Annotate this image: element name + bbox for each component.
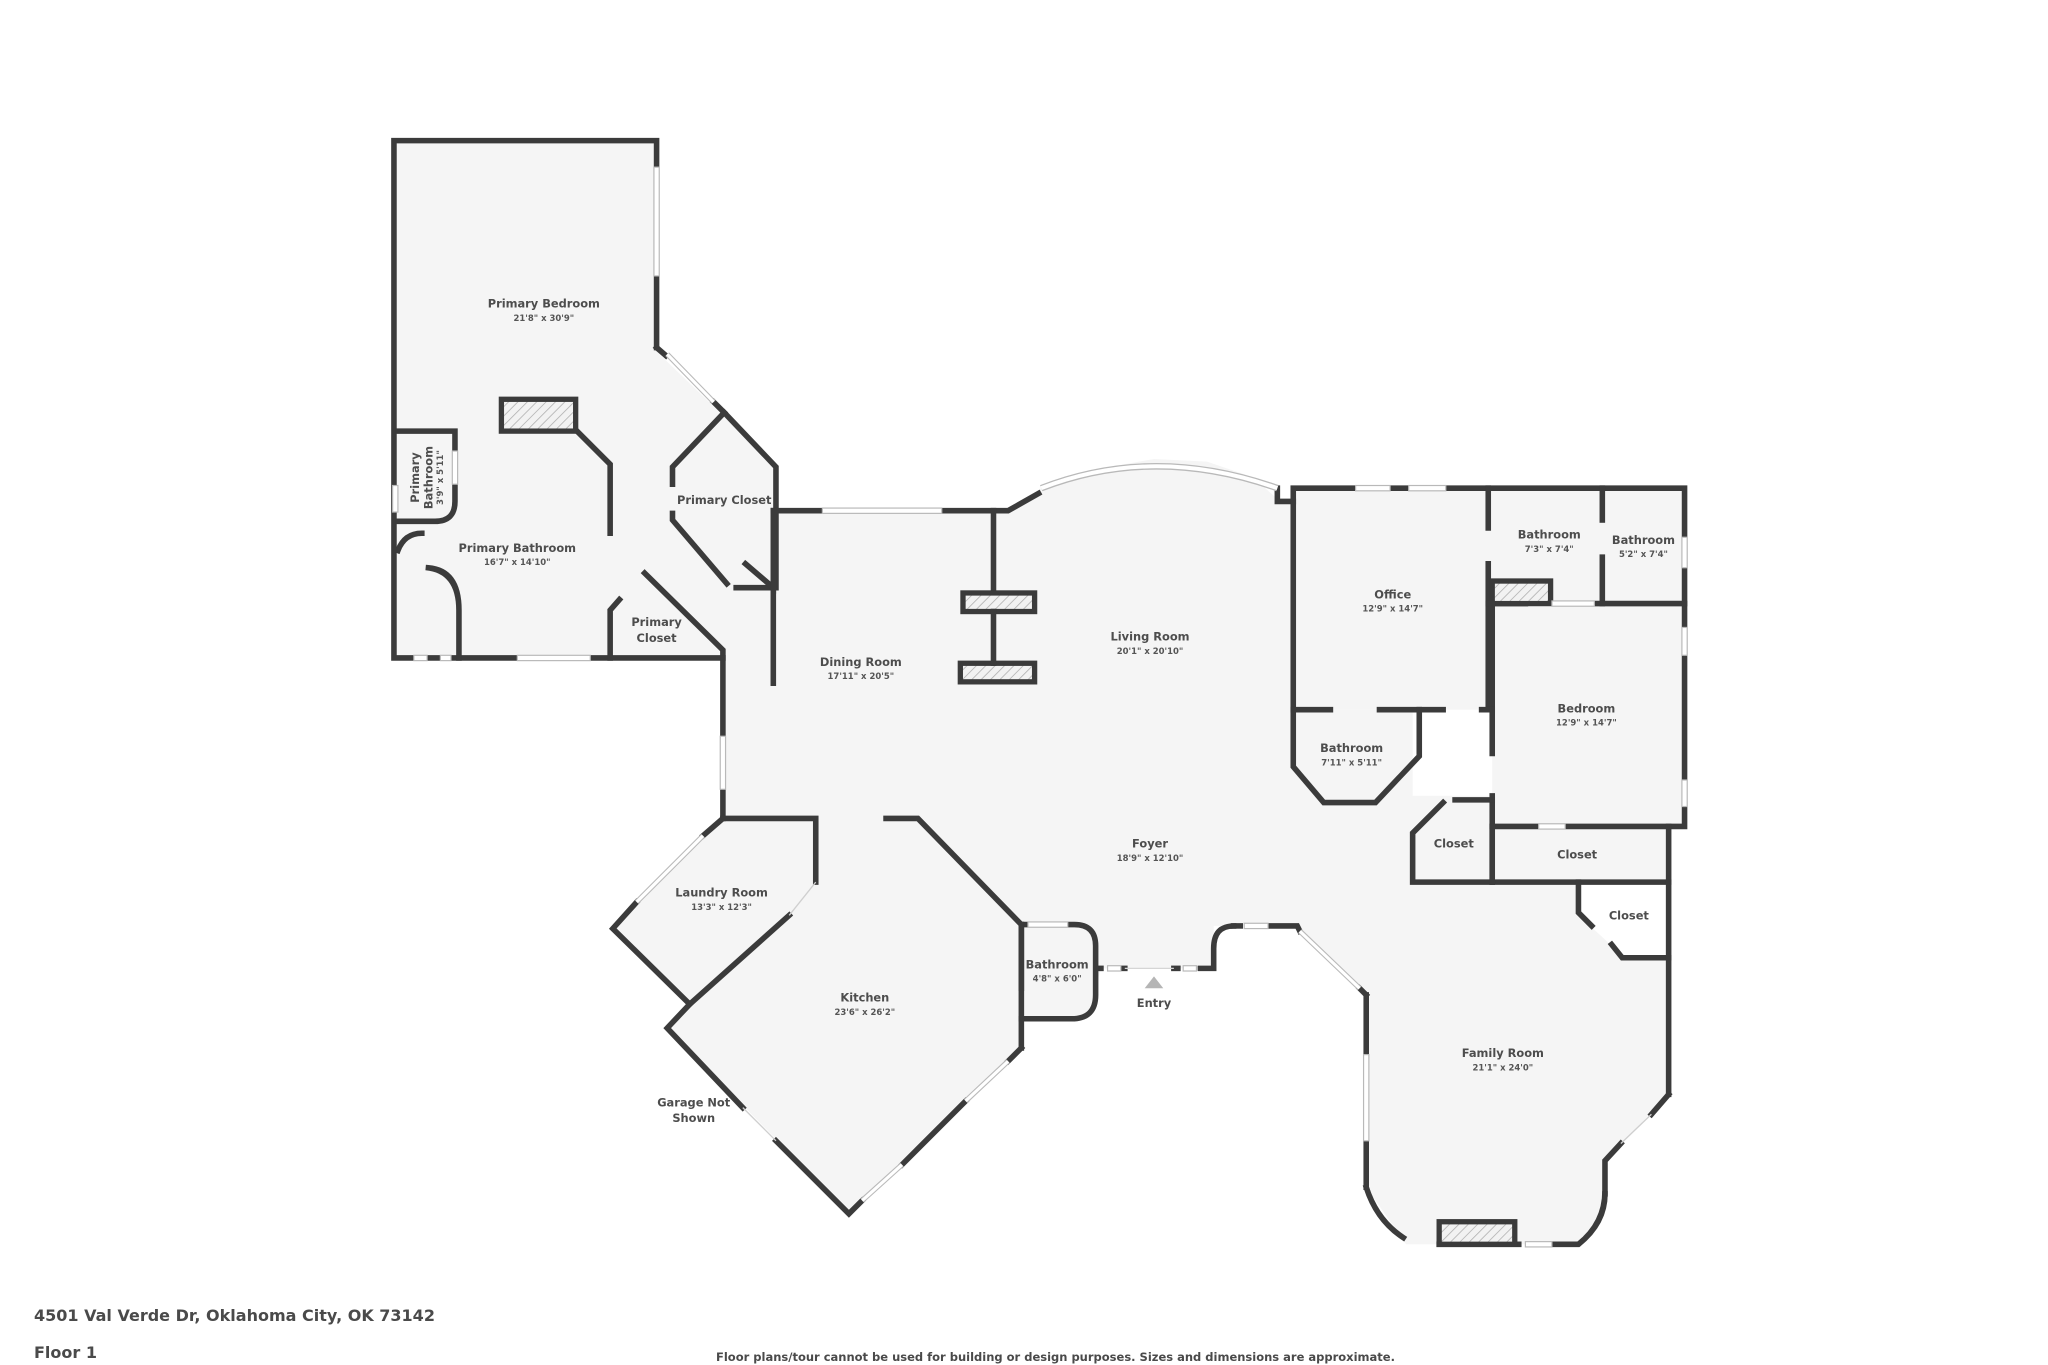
svg-text:Bathroom: Bathroom [1320, 741, 1383, 755]
floor-label: Floor 1 [34, 1343, 97, 1362]
garage-note-line2: Shown [672, 1111, 715, 1125]
svg-text:5'2" x 7'4": 5'2" x 7'4" [1619, 549, 1668, 559]
svg-text:Dining Room: Dining Room [820, 655, 902, 669]
svg-text:Living Room: Living Room [1111, 630, 1190, 644]
room-living-room: Living Room 20'1" x 20'10" [1111, 630, 1190, 656]
svg-text:Primary Bedroom: Primary Bedroom [488, 297, 600, 311]
room-dining-room: Dining Room 17'11" x 20'5" [820, 655, 902, 681]
svg-text:Kitchen: Kitchen [840, 991, 889, 1005]
svg-text:7'11" x 5'11": 7'11" x 5'11" [1321, 757, 1382, 767]
svg-text:Primary Closet: Primary Closet [677, 493, 772, 507]
svg-text:18'9" x 12'10": 18'9" x 12'10" [1117, 853, 1184, 863]
disclaimer: Floor plans/tour cannot be used for buil… [716, 1350, 1395, 1364]
svg-text:Family Room: Family Room [1462, 1046, 1544, 1060]
svg-text:12'9" x 14'7": 12'9" x 14'7" [1556, 718, 1617, 728]
svg-text:3'9" x 5'11": 3'9" x 5'11" [435, 450, 445, 505]
room-bathroom-2: Bathroom 5'2" x 7'4" [1612, 533, 1675, 559]
room-primary-bedroom: Primary Bedroom 21'8" x 30'9" [488, 297, 600, 323]
svg-text:13'3" x 12'3": 13'3" x 12'3" [691, 902, 752, 912]
svg-text:Closet: Closet [637, 631, 678, 645]
room-office: Office 12'9" x 14'7" [1362, 587, 1423, 613]
room-primary-closet-1: Primary Closet [677, 493, 772, 507]
svg-text:Closet: Closet [1557, 847, 1598, 861]
svg-text:21'1" x 24'0": 21'1" x 24'0" [1472, 1063, 1533, 1073]
svg-text:7'3" x 7'4": 7'3" x 7'4" [1525, 544, 1574, 554]
room-closet-2: Closet [1557, 847, 1598, 861]
room-foyer: Foyer 18'9" x 12'10" [1117, 837, 1184, 863]
svg-text:Primary Bathroom: Primary Bathroom [459, 541, 576, 555]
svg-text:4'8" x 6'0": 4'8" x 6'0" [1033, 974, 1082, 984]
svg-text:Primary: Primary [631, 615, 682, 629]
svg-text:Laundry Room: Laundry Room [675, 886, 768, 900]
svg-text:12'9" x 14'7": 12'9" x 14'7" [1362, 604, 1423, 614]
garage-note-line1: Garage Not [657, 1095, 731, 1109]
svg-text:17'11" x 20'5": 17'11" x 20'5" [828, 671, 895, 681]
svg-text:Bathroom: Bathroom [1518, 528, 1581, 542]
svg-text:Bathroom: Bathroom [421, 446, 435, 509]
room-primary-bathroom: Primary Bathroom 16'7" x 14'10" [459, 541, 576, 567]
room-bathroom-3: Bathroom 7'11" x 5'11" [1320, 741, 1383, 767]
windows [392, 166, 1688, 1248]
svg-text:Bathroom: Bathroom [1612, 533, 1675, 547]
svg-text:20'1" x 20'10": 20'1" x 20'10" [1117, 646, 1184, 656]
svg-text:Closet: Closet [1434, 837, 1475, 851]
svg-text:Bathroom: Bathroom [1026, 957, 1089, 971]
svg-text:Office: Office [1374, 587, 1411, 601]
room-laundry-room: Laundry Room 13'3" x 12'3" [675, 886, 768, 912]
svg-text:Primary: Primary [408, 452, 422, 503]
svg-text:21'8" x 30'9": 21'8" x 30'9" [513, 313, 574, 323]
room-family-room: Family Room 21'1" x 24'0" [1462, 1046, 1544, 1072]
property-address: 4501 Val Verde Dr, Oklahoma City, OK 731… [34, 1306, 435, 1325]
room-closet-1: Closet [1434, 837, 1475, 851]
room-labels: Primary Bedroom 21'8" x 30'9" Primary Ba… [408, 297, 1675, 1125]
room-primary-bathroom-small: Primary Bathroom 3'9" x 5'11" [408, 446, 445, 509]
walls [391, 137, 1688, 1248]
room-kitchen: Kitchen 23'6" x 26'2" [834, 991, 895, 1017]
room-closet-3: Closet [1609, 908, 1650, 922]
svg-text:Closet: Closet [1609, 908, 1650, 922]
room-bathroom-1: Bathroom 7'3" x 7'4" [1518, 528, 1581, 554]
svg-text:Bedroom: Bedroom [1558, 701, 1616, 715]
entry-arrow-icon [1144, 976, 1164, 989]
entry-label: Entry [1137, 996, 1172, 1010]
svg-text:23'6" x 26'2": 23'6" x 26'2" [834, 1007, 895, 1017]
room-bathroom-4: Bathroom 4'8" x 6'0" [1026, 957, 1089, 983]
room-bedroom: Bedroom 12'9" x 14'7" [1556, 701, 1617, 727]
room-primary-closet-2: Primary Closet [631, 615, 682, 645]
svg-text:Foyer: Foyer [1132, 837, 1168, 851]
svg-text:16'7" x 14'10": 16'7" x 14'10" [484, 557, 551, 567]
